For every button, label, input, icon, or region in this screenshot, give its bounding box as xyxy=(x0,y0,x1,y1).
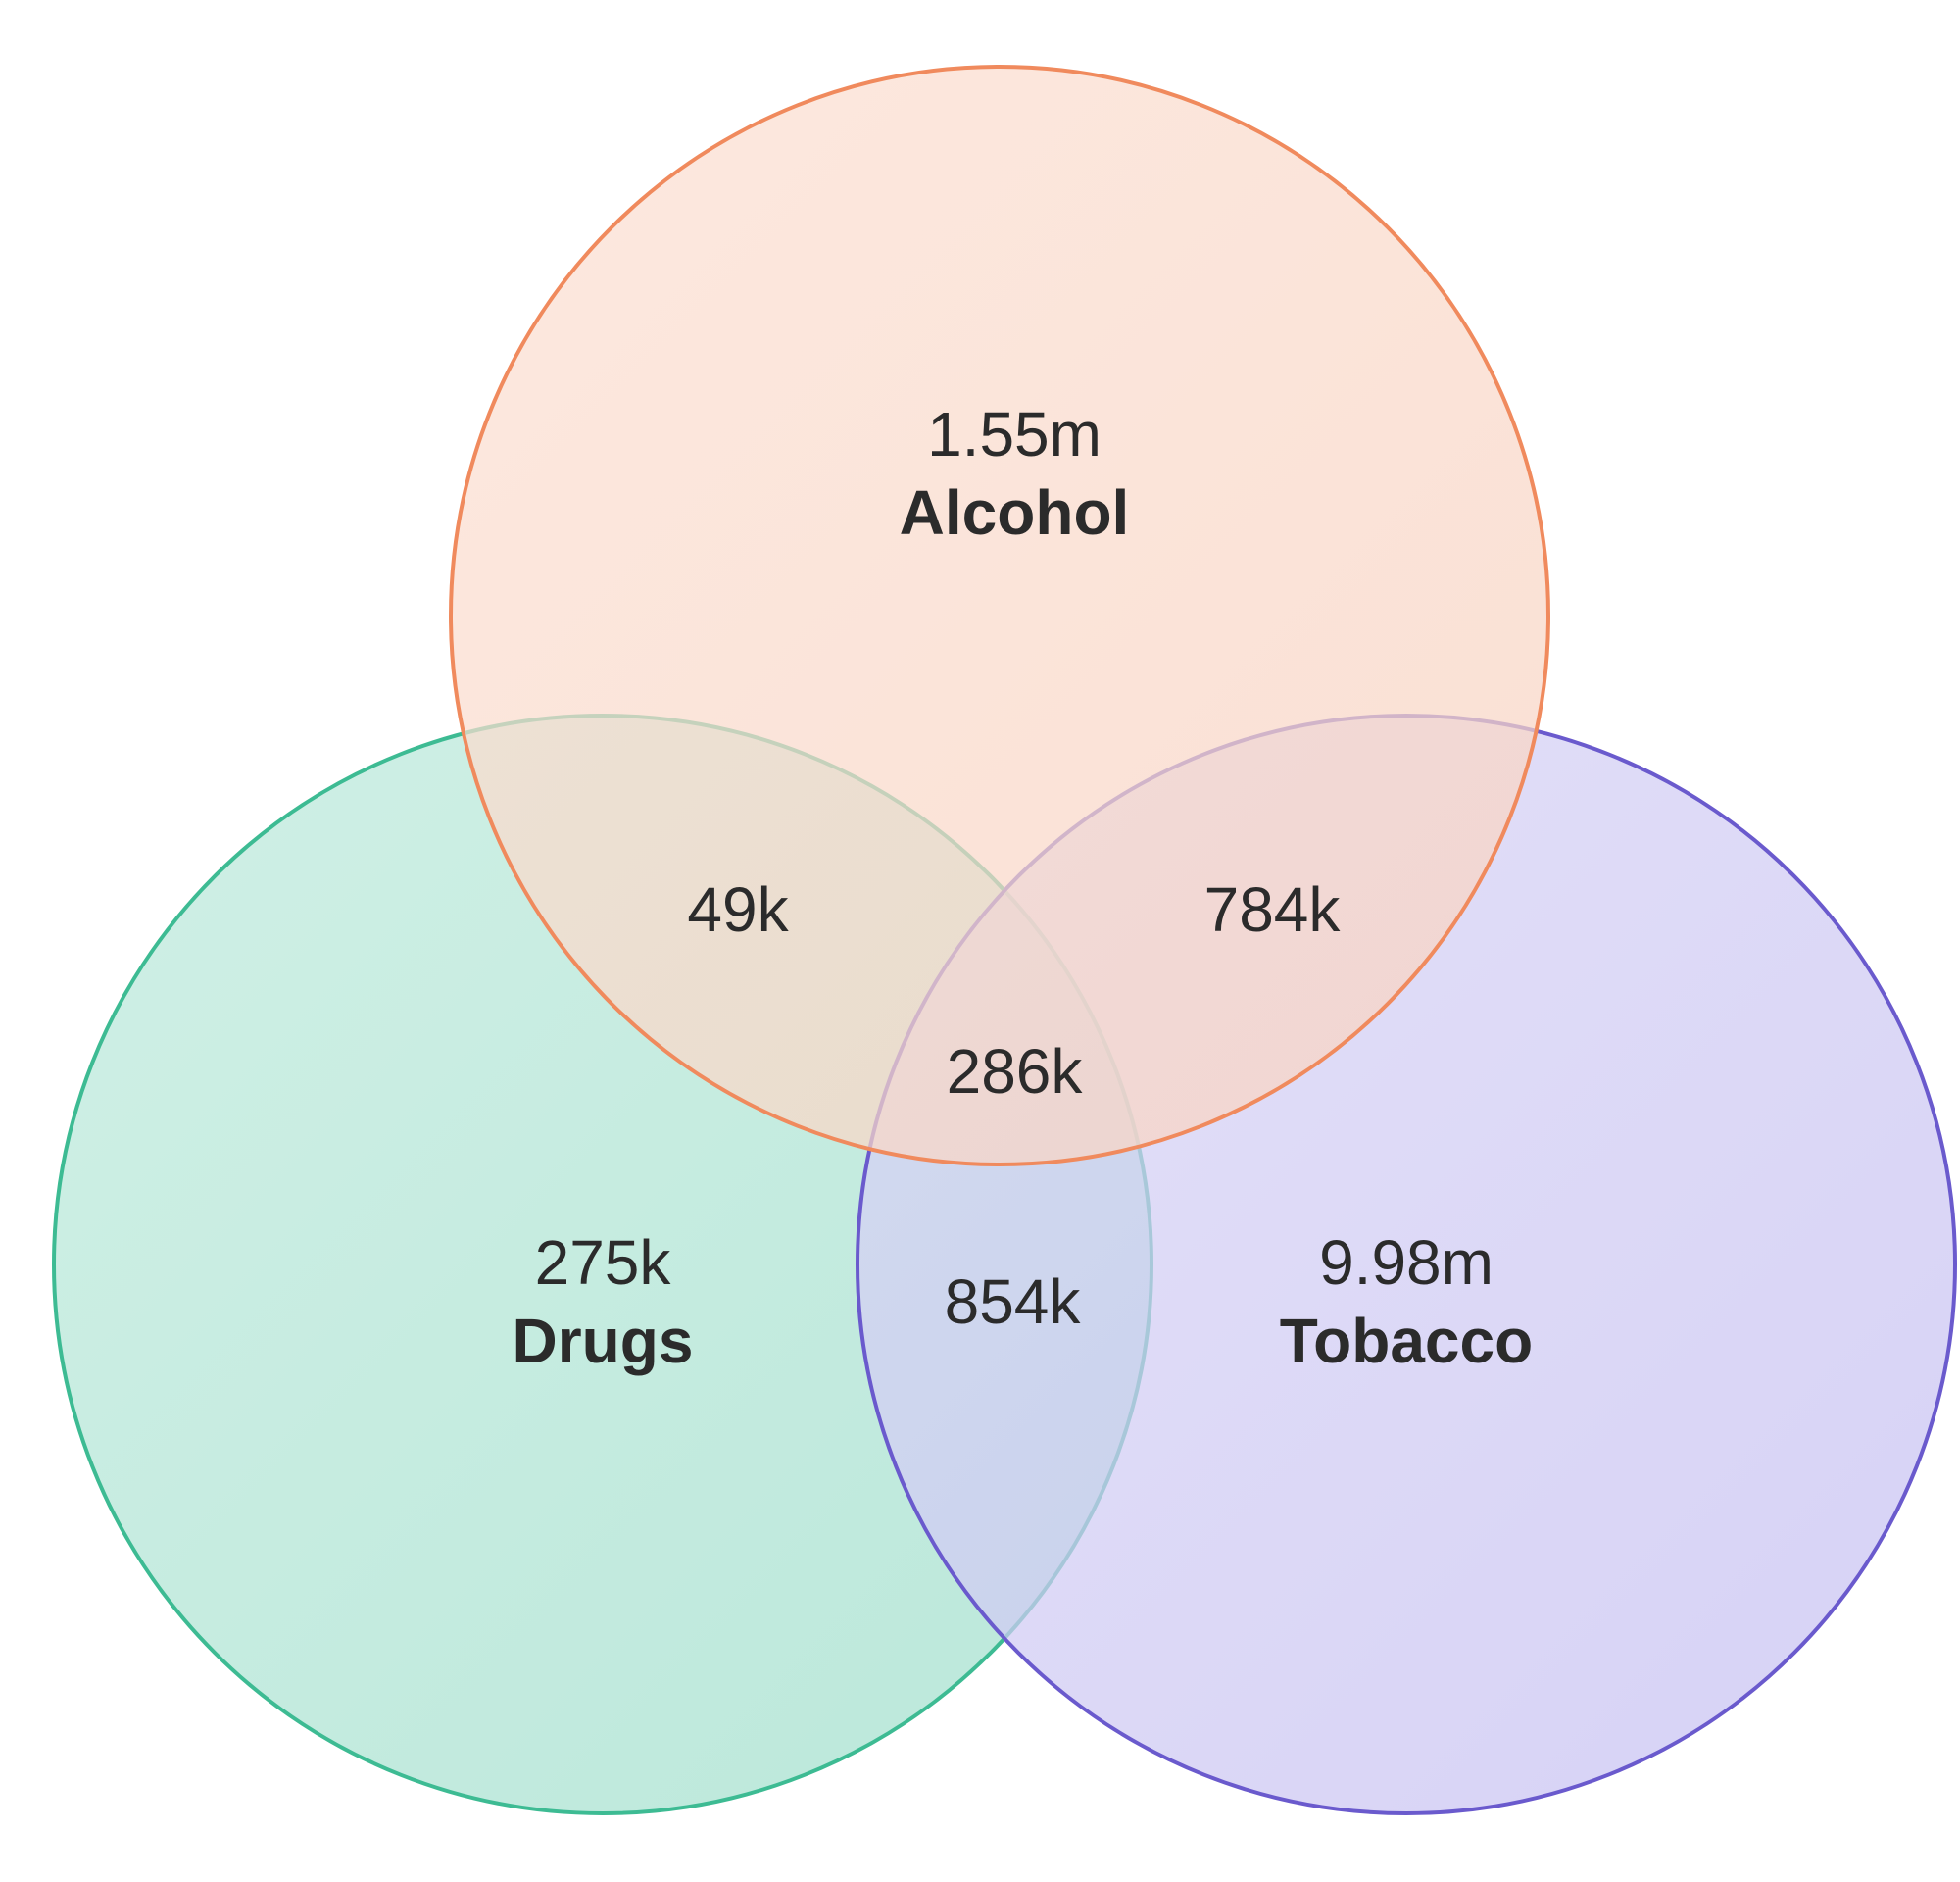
all-three-value: 286k xyxy=(947,1036,1084,1107)
tobacco-value: 9.98m xyxy=(1319,1227,1494,1298)
alcohol-drugs-value: 49k xyxy=(687,874,789,945)
tobacco-label: Tobacco xyxy=(1280,1306,1533,1376)
drugs-label: Drugs xyxy=(513,1306,694,1376)
drugs-value: 275k xyxy=(535,1227,672,1298)
alcohol-label: Alcohol xyxy=(900,477,1130,548)
alcohol-tobacco-value: 784k xyxy=(1204,874,1342,945)
alcohol-circle xyxy=(449,65,1550,1166)
labels: 1.55m Alcohol 49k 784k 286k 275k Drugs 8… xyxy=(513,399,1534,1376)
alcohol-value: 1.55m xyxy=(927,399,1102,470)
circles xyxy=(52,65,1957,1815)
drugs-tobacco-value: 854k xyxy=(945,1266,1082,1337)
